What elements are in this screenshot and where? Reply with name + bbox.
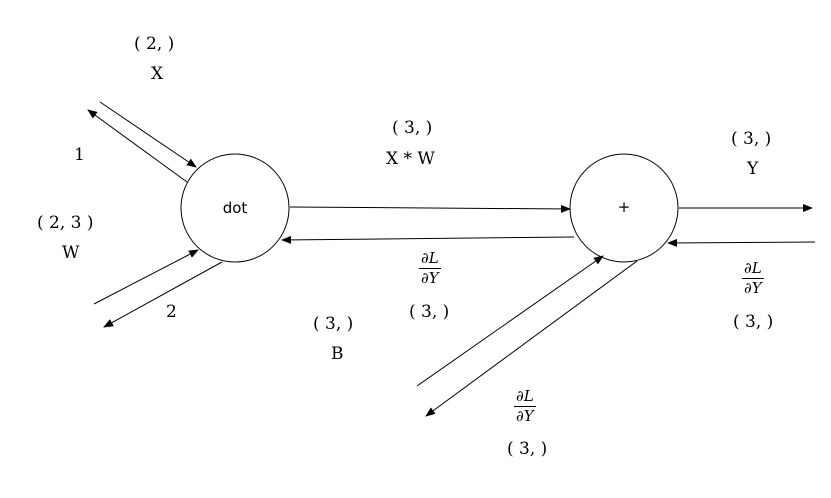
x-backward-arrow	[87, 109, 188, 183]
w-name-label: W	[62, 243, 80, 263]
x-shape-label: ( 2, )	[134, 34, 175, 54]
x-forward-arrow	[99, 101, 197, 168]
grad-right-fraction: ∂L ∂Y	[742, 261, 764, 296]
grad-mid-fraction: ∂L ∂Y	[419, 251, 441, 286]
grad-mid-numerator: ∂L	[419, 249, 441, 269]
dot-node-label: dot	[223, 199, 248, 217]
xw-backward-arrow	[281, 235, 575, 244]
w-backward-arrow	[103, 261, 223, 328]
xw-name-label: X * W	[386, 149, 435, 169]
b-name-label: B	[331, 344, 344, 364]
b-backward-arrow	[425, 260, 638, 417]
grad-right-numerator: ∂L	[742, 259, 764, 279]
edge-1-label: 1	[74, 145, 85, 165]
y-backward-arrow	[667, 238, 816, 247]
w-forward-arrow	[93, 249, 199, 305]
dot-node	[180, 153, 290, 263]
xw-shape-label: ( 3, )	[392, 118, 433, 138]
grad-right-denominator: ∂Y	[744, 279, 762, 297]
y-name-label: Y	[747, 159, 759, 179]
grad-bottom-denominator: ∂Y	[516, 407, 534, 425]
grad-mid-denominator: ∂Y	[421, 269, 439, 287]
grad-mid-shape-label: ( 3, )	[409, 302, 450, 322]
x-name-label: X	[151, 64, 164, 84]
y-shape-label: ( 3, )	[731, 129, 772, 149]
add-node-label: +	[618, 198, 631, 216]
grad-bottom-fraction: ∂L ∂Y	[514, 389, 536, 424]
w-shape-label: ( 2, 3 )	[37, 213, 94, 233]
grad-bottom-numerator: ∂L	[514, 387, 536, 407]
grad-right-shape-label: ( 3, )	[733, 312, 774, 332]
xw-forward-arrow	[289, 204, 571, 213]
grad-bottom-shape-label: ( 3, )	[507, 439, 548, 459]
b-forward-arrow	[416, 255, 604, 387]
edge-2-label: 2	[166, 302, 177, 322]
b-shape-label: ( 3, )	[313, 314, 354, 334]
